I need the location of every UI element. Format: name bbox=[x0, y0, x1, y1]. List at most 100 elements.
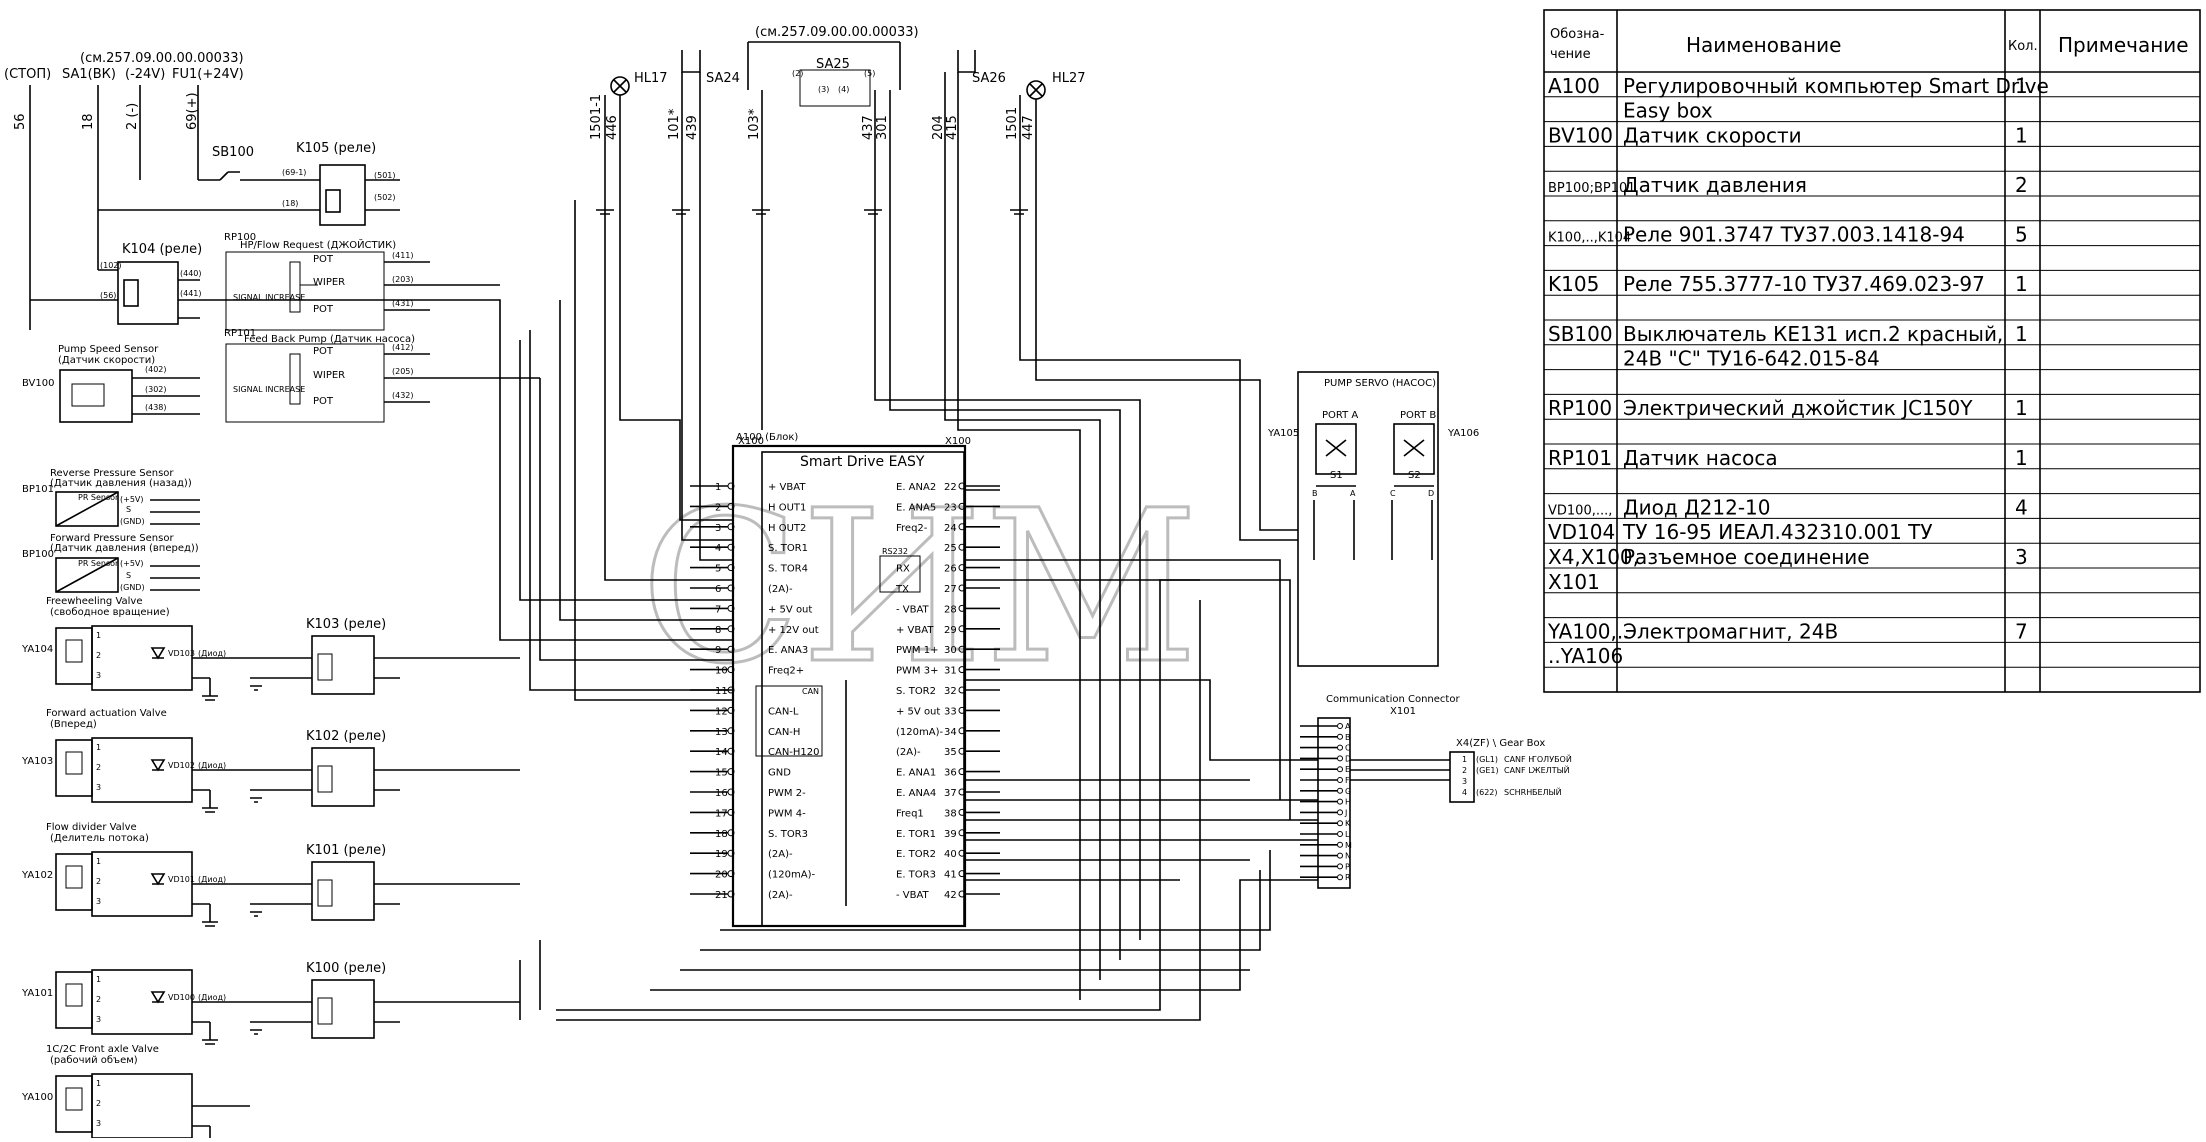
pin-label: + VBAT bbox=[896, 625, 934, 636]
svg-text:(441): (441) bbox=[180, 289, 202, 298]
svg-text:X101: X101 bbox=[1390, 706, 1416, 717]
svg-text:P: P bbox=[1345, 862, 1350, 871]
svg-text:D: D bbox=[1428, 489, 1434, 498]
pin-number: 7 bbox=[715, 604, 721, 615]
svg-text:(402): (402) bbox=[145, 365, 167, 374]
svg-text:1501-1: 1501-1 bbox=[589, 94, 604, 140]
valve-title: Forward actuation Valve bbox=[46, 708, 167, 719]
svg-text:K: K bbox=[1345, 819, 1351, 828]
rp100-title: HP/Flow Request (ДЖОЙСТИК) bbox=[240, 238, 396, 251]
controller-a100: A100 (Блок) X100 X100 X100 bbox=[690, 432, 1000, 928]
svg-text:S1: S1 bbox=[1330, 470, 1343, 481]
svg-text:(203): (203) bbox=[392, 275, 414, 284]
svg-text:(69-1): (69-1) bbox=[282, 168, 306, 177]
pin-label: S. TOR2 bbox=[896, 686, 936, 697]
svg-text:(438): (438) bbox=[145, 403, 167, 412]
rp101-ref: RP101 bbox=[224, 328, 256, 339]
pin-number: 8 bbox=[715, 625, 721, 636]
svg-text:RS232: RS232 bbox=[882, 547, 908, 556]
svg-text:(Диод): (Диод) bbox=[198, 761, 226, 770]
svg-text:(Датчик давления (вперед)): (Датчик давления (вперед)) bbox=[50, 543, 199, 554]
pin-number: 2 bbox=[715, 502, 721, 513]
svg-text:HL27: HL27 bbox=[1052, 71, 1086, 86]
valve-ya-label: YA101 bbox=[21, 988, 53, 999]
svg-text:103*: 103* bbox=[747, 108, 762, 140]
svg-text:3: 3 bbox=[96, 1015, 101, 1024]
bom-designation: RP101 bbox=[1548, 446, 1612, 470]
pin-label: GND bbox=[768, 768, 791, 779]
svg-text:1: 1 bbox=[96, 1079, 101, 1088]
pin-number: 17 bbox=[715, 808, 728, 819]
joystick-block: RP100 HP/Flow Request (ДЖОЙСТИК) POT WIP… bbox=[224, 232, 540, 423]
relay-label: K102 (реле) bbox=[306, 729, 386, 744]
svg-text:БЕЛЫЙ: БЕЛЫЙ bbox=[1532, 786, 1562, 797]
svg-text:301: 301 bbox=[875, 115, 890, 140]
pin-label: (120mA)- bbox=[768, 870, 815, 881]
pin-label: E. TOR3 bbox=[896, 870, 936, 881]
bom-designation: SB100 bbox=[1548, 322, 1613, 346]
pin-number: 1 bbox=[715, 482, 721, 493]
sheet-ref-center: (см.257.09.00.00.00033) bbox=[755, 25, 919, 40]
svg-text:D: D bbox=[1345, 754, 1351, 763]
pin-label: E. TOR2 bbox=[896, 849, 936, 860]
pin-number: 42 bbox=[944, 890, 957, 901]
svg-text:437: 437 bbox=[861, 115, 876, 140]
svg-text:CANF H: CANF H bbox=[1504, 755, 1534, 764]
valve-title-ru: (свободное вращение) bbox=[50, 607, 170, 618]
valve-title-ru: (рабочий объем) bbox=[50, 1055, 138, 1066]
pressure-sensors: Reverse Pressure Sensor (Датчик давления… bbox=[22, 468, 200, 593]
pin-number: 28 bbox=[944, 604, 957, 615]
pin-number: 38 bbox=[944, 808, 957, 819]
pin-label: H OUT1 bbox=[768, 502, 806, 513]
k105-label: K105 (реле) bbox=[296, 141, 376, 156]
pin-label: E. ANA5 bbox=[896, 502, 936, 513]
svg-text:4: 4 bbox=[1462, 788, 1467, 797]
svg-text:Pump Speed Sensor: Pump Speed Sensor bbox=[58, 344, 159, 355]
pin-label: CAN-H120 bbox=[768, 747, 820, 758]
bom-designation: RP100 bbox=[1548, 396, 1612, 420]
pin-label: E. ANA1 bbox=[896, 768, 936, 779]
svg-text:H: H bbox=[1345, 798, 1351, 807]
wire-69: 69(+) bbox=[185, 92, 200, 130]
pin-number: 32 bbox=[944, 686, 957, 697]
svg-text:(412): (412) bbox=[392, 343, 414, 352]
bom-name: Диод Д212-10 bbox=[1623, 495, 1771, 519]
communication-connector: Communication Connector X101 ABCDEFGHJKL… bbox=[1300, 694, 1572, 889]
pin-number: 31 bbox=[944, 666, 957, 677]
bom-name: Датчик насоса bbox=[1623, 446, 1778, 470]
pin-label: - VBAT bbox=[896, 890, 930, 901]
pin-label: (2A)- bbox=[768, 584, 793, 595]
pin-number: 10 bbox=[715, 666, 728, 677]
x100-right-label: X100 bbox=[945, 436, 971, 447]
svg-text:(2): (2) bbox=[792, 69, 803, 78]
bom-name: Регулировочный компьютер Smart Drive bbox=[1623, 74, 2049, 98]
svg-text:101*: 101* bbox=[667, 108, 682, 140]
pin-label: PWM 3+ bbox=[896, 666, 938, 677]
bom-qty: 1 bbox=[2015, 123, 2028, 147]
svg-text:(431): (431) bbox=[392, 299, 414, 308]
bom-name: Разъемное соединение bbox=[1623, 545, 1870, 569]
svg-text:(501): (501) bbox=[374, 171, 396, 180]
pin-label: S. TOR1 bbox=[768, 543, 808, 554]
svg-text:(+5V): (+5V) bbox=[120, 559, 144, 568]
valve-ya-label: YA102 bbox=[21, 870, 53, 881]
svg-text:3: 3 bbox=[96, 783, 101, 792]
controller-ref: A100 (Блок) bbox=[736, 432, 798, 443]
pin-number: 14 bbox=[715, 747, 728, 758]
svg-text:S2: S2 bbox=[1408, 470, 1421, 481]
pin-number: 30 bbox=[944, 645, 957, 656]
svg-text:HL17: HL17 bbox=[634, 71, 668, 86]
pin-label: PWM 4- bbox=[768, 808, 806, 819]
bom-name: Датчик давления bbox=[1623, 173, 1807, 197]
pump-servo: PUMP SERVO (НАСОС) PORT A PORT B YA105 Y… bbox=[1267, 371, 1479, 667]
svg-text:J: J bbox=[1344, 808, 1347, 817]
svg-text:(Датчик скорости): (Датчик скорости) bbox=[58, 355, 155, 366]
pin-number: 3 bbox=[715, 523, 721, 534]
svg-text:1: 1 bbox=[1462, 755, 1467, 764]
bom-name: 24В "С" ТУ16-642.015-84 bbox=[1623, 347, 1880, 371]
svg-text:(18): (18) bbox=[282, 199, 298, 208]
pin-number: 35 bbox=[944, 747, 957, 758]
valve-ya-label: YA104 bbox=[21, 644, 53, 655]
pin-label: E. TOR1 bbox=[896, 829, 936, 840]
